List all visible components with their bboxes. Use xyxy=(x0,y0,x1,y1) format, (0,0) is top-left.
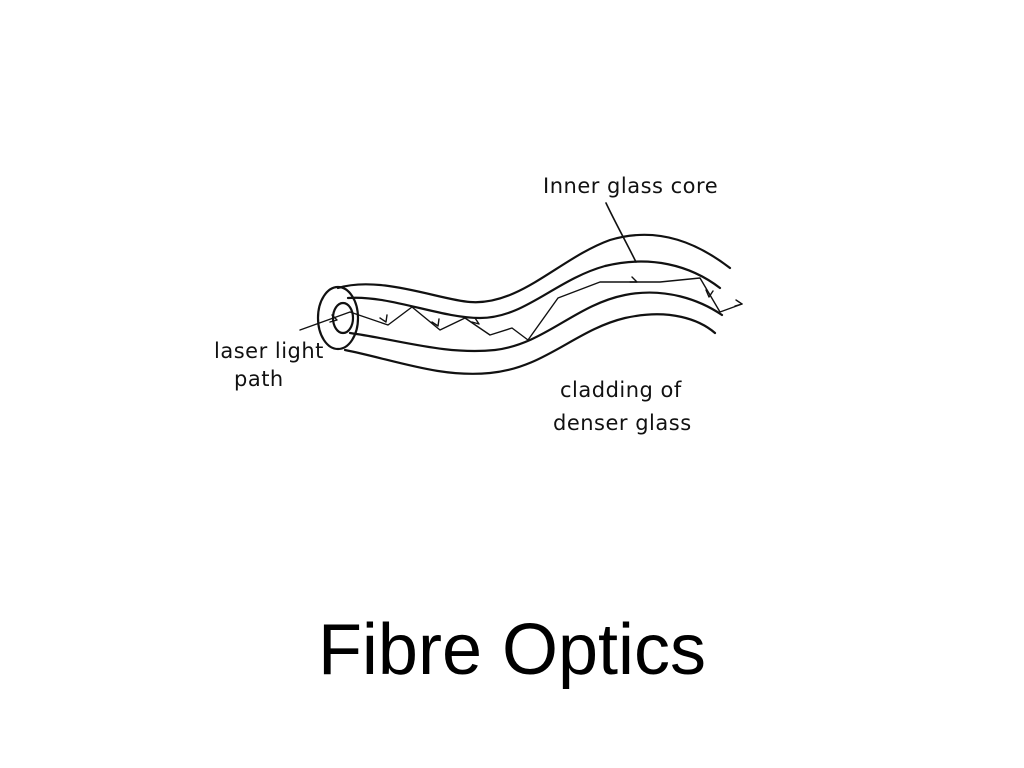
label-laser-line1: laser light xyxy=(214,339,324,363)
core-bottom xyxy=(348,291,724,353)
label-cladding-line1: cladding of xyxy=(560,378,682,402)
fibre-end-core xyxy=(331,301,355,335)
slide-title: Fibre Optics xyxy=(317,610,707,690)
label-inner-core: Inner glass core xyxy=(543,174,718,198)
inner-core-leader xyxy=(605,202,637,263)
core-top xyxy=(346,260,722,320)
fibre-end-outer xyxy=(316,285,360,351)
cladding-outer-bottom xyxy=(343,313,717,375)
path-arrowheads xyxy=(329,276,743,327)
label-cladding-line2: denser glass xyxy=(553,411,692,435)
cladding-outer-top xyxy=(336,233,732,304)
label-laser-line2: path xyxy=(234,367,284,391)
laser-light-path xyxy=(299,277,743,341)
